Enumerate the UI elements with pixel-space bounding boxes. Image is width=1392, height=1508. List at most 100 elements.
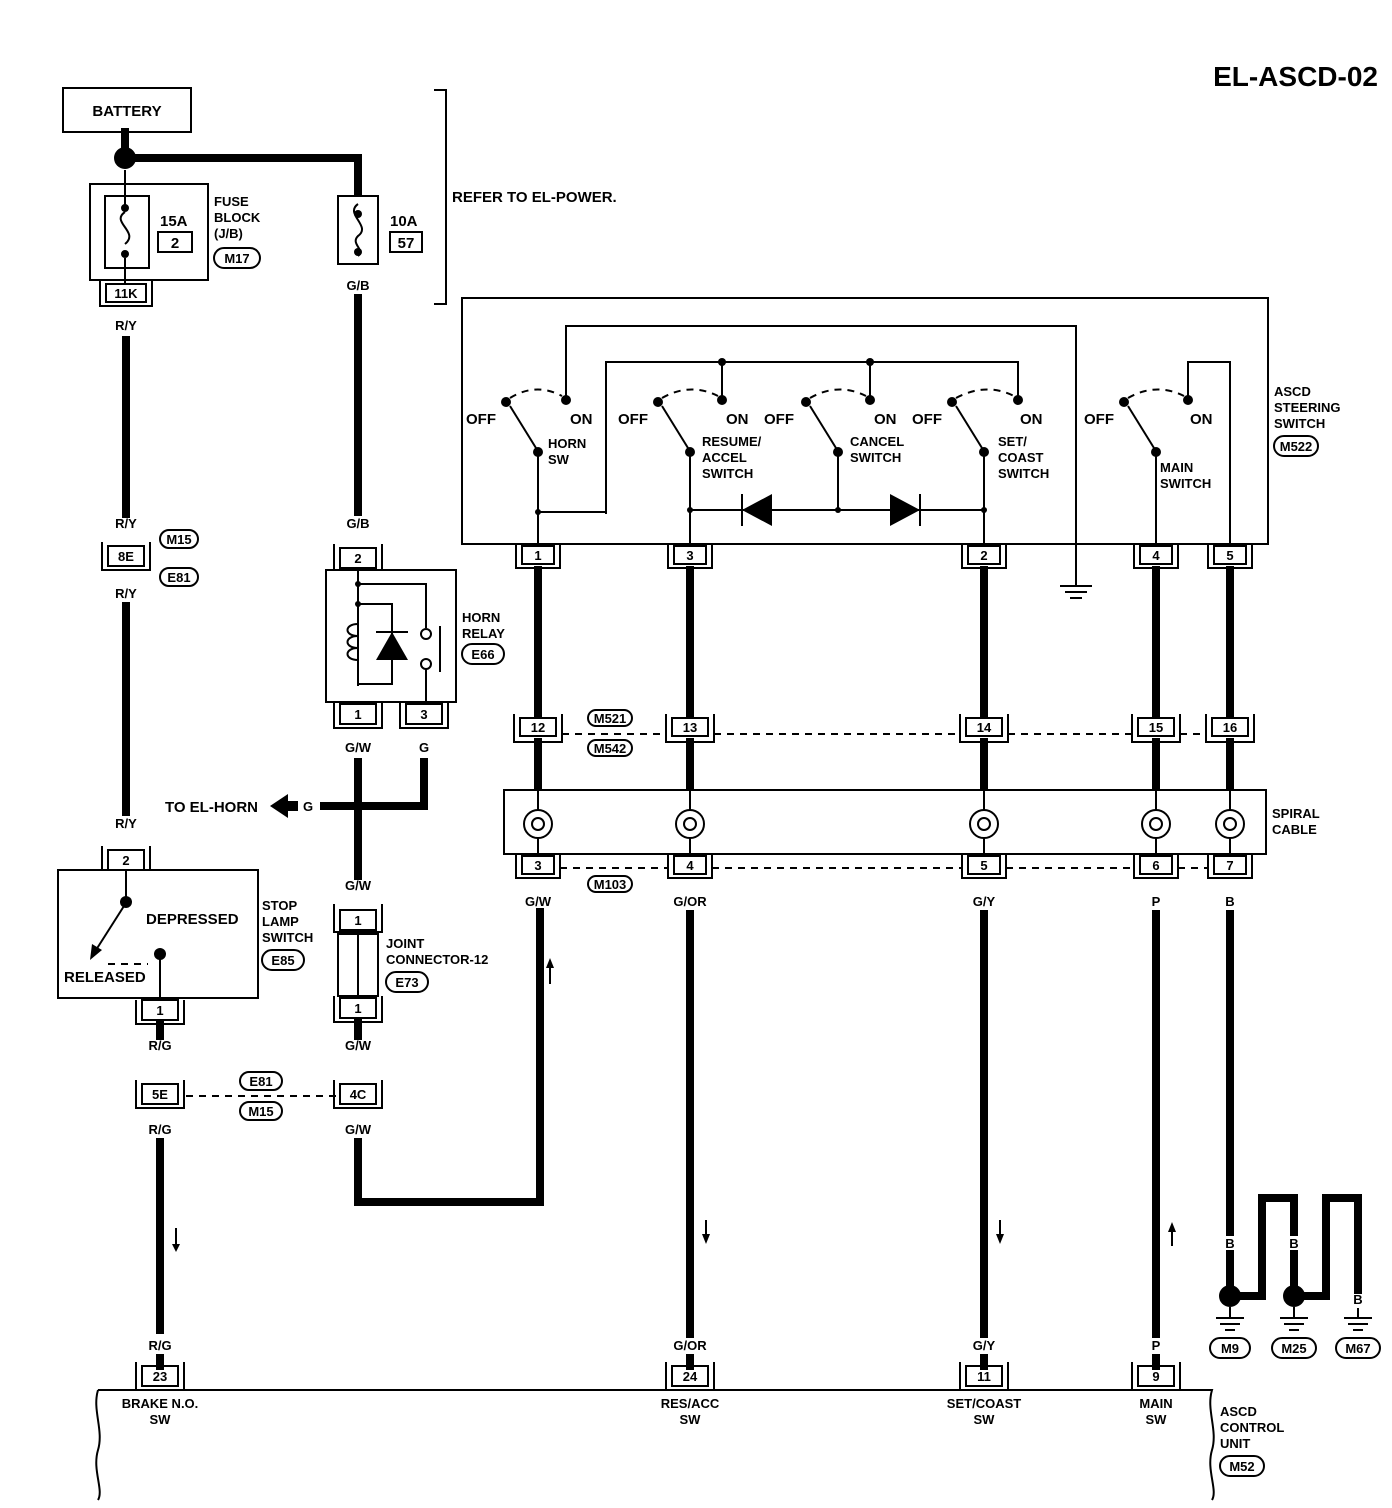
- e81-label-bottom: E81: [249, 1074, 272, 1089]
- joint-label-2: CONNECTOR-12: [386, 952, 488, 967]
- spiral-pin-13: 13: [683, 720, 697, 735]
- ground-m9: M9: [1221, 1341, 1239, 1356]
- ground-m67: M67: [1345, 1341, 1370, 1356]
- cu-pin-23-name-2: SW: [150, 1412, 172, 1427]
- fuse-block-label-3: (J/B): [214, 226, 243, 241]
- m521-label: M521: [594, 711, 627, 726]
- cu-pin-23-name-1: BRAKE N.O.: [122, 1396, 199, 1411]
- horn-switch: [501, 388, 606, 544]
- horn-relay-label-2: RELAY: [462, 626, 505, 641]
- spiral-pin-16: 16: [1223, 720, 1237, 735]
- cu-pin-24-name-1: RES/ACC: [661, 1396, 720, 1411]
- horn-relay-pin-1-label: 1: [354, 707, 361, 722]
- wire-color-ry-3: R/Y: [115, 586, 137, 601]
- spiral-pin-15: 15: [1149, 720, 1163, 735]
- connector-8e: [107, 545, 145, 567]
- cu-pin-9: 9: [1152, 1369, 1159, 1384]
- wire-color-gw-1: G/W: [345, 740, 372, 755]
- m15-badge-bottom: [239, 1101, 283, 1121]
- main-label-2: SWITCH: [1160, 476, 1211, 491]
- control-unit-connector: M52: [1229, 1459, 1254, 1474]
- horn-sw-label-1: HORN: [548, 436, 586, 451]
- horn-relay-pin-3: [405, 703, 443, 725]
- stop-lamp-label-1: STOP: [262, 898, 297, 913]
- relay-diode-icon: [376, 632, 408, 660]
- steering-pins: 1 3 2 4 5: [515, 544, 1253, 569]
- stop-lamp-pin-2-label: 2: [122, 853, 129, 868]
- resume-off: OFF: [618, 411, 648, 428]
- e81-label-top: E81: [167, 570, 190, 585]
- stop-lamp-switch-box: [57, 869, 259, 999]
- main-on: ON: [1190, 411, 1213, 428]
- e81-badge-top: [159, 567, 199, 587]
- cancel-on: ON: [874, 411, 897, 428]
- stop-lamp-label-3: SWITCH: [262, 930, 313, 945]
- steering-connector: M522: [1280, 439, 1313, 454]
- set-label-2: COAST: [998, 450, 1044, 465]
- connector-5e-label: 5E: [152, 1087, 168, 1102]
- steering-ground-line: [565, 325, 1077, 586]
- steering-label-2: STEERING: [1274, 400, 1340, 415]
- fuse-10a-rating: 10A: [390, 213, 418, 230]
- steering-pin-2: 2: [980, 548, 987, 563]
- relay-coil-icon: [346, 623, 359, 661]
- steering-pin-1: 1: [534, 548, 541, 563]
- ground-icon-m25: [1280, 1317, 1308, 1331]
- main-off: OFF: [1084, 411, 1114, 428]
- refer-bracket: [434, 89, 447, 305]
- cu-pin-11: 11: [977, 1369, 991, 1384]
- m15-label-bottom: M15: [248, 1104, 273, 1119]
- spiral-pin-14: 14: [977, 720, 992, 735]
- wire-color-rg-3: R/G: [148, 1338, 171, 1353]
- control-unit-label-2: CONTROL: [1220, 1420, 1284, 1435]
- cu-pin-11-name-1: SET/COAST: [947, 1396, 1021, 1411]
- wire-color-gor-2: G/OR: [673, 1338, 707, 1353]
- resume-label-3: SWITCH: [702, 466, 753, 481]
- spiral-pin-12: 12: [531, 720, 545, 735]
- wire-color-gor-1: G/OR: [673, 894, 707, 909]
- horn-sw-label-2: SW: [548, 452, 570, 467]
- horn-relay-connector: E66: [471, 647, 494, 662]
- connector-8e-label: 8E: [118, 549, 134, 564]
- spiral-pin-6: 6: [1152, 858, 1159, 873]
- joint-pin-1-top-label: 1: [354, 913, 361, 928]
- m103-badge: [587, 875, 633, 893]
- spiral-bottom-pins: 3 4 5 6 7: [515, 854, 1253, 879]
- wire-color-rg-1: R/G: [148, 1038, 171, 1053]
- fuse-10a-number: 57: [398, 235, 415, 252]
- wire-color-b-1: B: [1225, 894, 1234, 909]
- cu-pin-9-name-1: MAIN: [1139, 1396, 1172, 1411]
- connector-11k: [105, 283, 147, 303]
- cu-pin-11-name-2: SW: [974, 1412, 996, 1427]
- set-label-1: SET/: [998, 434, 1027, 449]
- main-label-1: MAIN: [1160, 460, 1193, 475]
- wire-color-g-1: G: [419, 740, 429, 755]
- ground-icon-m67: [1344, 1317, 1372, 1331]
- e81-badge-bottom: [239, 1071, 283, 1091]
- resume-label-2: ACCEL: [702, 450, 747, 465]
- control-unit-body: [95, 1389, 1215, 1501]
- ground-m25: M25: [1281, 1341, 1306, 1356]
- control-unit-label-1: ASCD: [1220, 1404, 1257, 1419]
- fuse-block-label-1: FUSE: [214, 194, 249, 209]
- joint-pin-1-bottom-label: 1: [354, 1001, 361, 1016]
- resume-on: ON: [726, 411, 749, 428]
- fuse-15a-number: 2: [171, 235, 179, 252]
- diagram-title: EL-ASCD-02: [1213, 61, 1378, 92]
- joint-connector-id: E73: [395, 975, 418, 990]
- m542-label: M542: [594, 741, 627, 756]
- m542-badge: [587, 739, 633, 757]
- steering-switch-box: [461, 297, 1269, 545]
- wire-color-ry-1: R/Y: [115, 318, 137, 333]
- steering-label-1: ASCD: [1274, 384, 1311, 399]
- horn-relay-pin-1: [339, 703, 377, 725]
- fuse-15a-icon: [119, 211, 131, 245]
- horn-relay-connector-badge: [461, 643, 505, 665]
- control-unit-connector-badge: [1219, 1455, 1265, 1477]
- wire-color-b-4: B: [1289, 1236, 1298, 1251]
- fuse-block-label-2: BLOCK: [214, 210, 261, 225]
- control-unit-label-3: UNIT: [1220, 1436, 1250, 1451]
- fuse-block-connector: M17: [224, 251, 249, 266]
- cancel-off: OFF: [764, 411, 794, 428]
- joint-connector-badge: [385, 971, 429, 993]
